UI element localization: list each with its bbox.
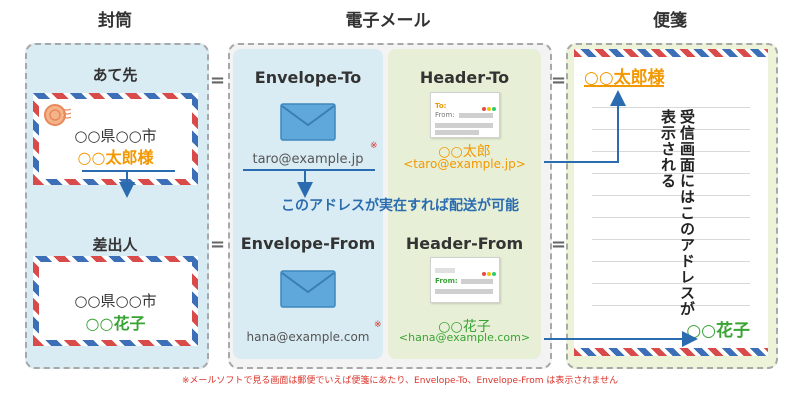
to-envelope: ○○県○○市 ○○太郎様: [33, 93, 198, 185]
mini-from-label: From:: [435, 111, 455, 119]
to-address: ○○県○○市: [74, 127, 157, 145]
header-from-address: <hana@example.com>: [398, 331, 531, 344]
header-from-title: Header-From: [405, 234, 524, 253]
equals-sign: =: [551, 234, 567, 255]
envelope-to-address: taro@example.jp: [252, 152, 364, 167]
letter-to-name: ○○太郎様: [584, 68, 665, 88]
header-to-address: <taro@example.jp>: [403, 157, 526, 171]
column-title-email: 電子メール: [345, 11, 431, 31]
from-name: ○○花子: [85, 314, 146, 333]
column-title-envelope: 封筒: [98, 11, 132, 31]
mini-to-label: To:: [435, 102, 447, 110]
postmark-stamp-icon: [44, 104, 71, 126]
column-title-letter: 便箋: [653, 11, 687, 31]
header-to-title: Header-To: [419, 68, 510, 87]
letter-paper: ○○太郎様 受信画面にはこのアドレスが表示される ○○花子: [574, 49, 768, 356]
equals-sign: =: [210, 70, 226, 91]
mail-window-thumbnail: From:: [430, 257, 500, 303]
equals-sign: =: [210, 234, 226, 255]
equals-sign: =: [551, 70, 567, 91]
mail-window-thumbnail: To: From:: [430, 92, 500, 138]
to-label: あて先: [92, 66, 138, 84]
envelope-from-address: hana@example.com: [246, 330, 370, 344]
header-to-name: ○○太郎: [438, 144, 491, 160]
envelope-icon: [280, 103, 336, 141]
mini-from-label: From:: [435, 277, 458, 285]
footnote: ※メールソフトで見る画面は郵便でいえば便箋にあたり、Envelope-To、En…: [181, 376, 619, 386]
envelope-from-title: Envelope-From: [240, 234, 376, 253]
to-name: ○○太郎様: [77, 148, 154, 167]
envelope-to-title: Envelope-To: [254, 68, 362, 87]
from-address: ○○県○○市: [74, 292, 157, 310]
from-envelope: ○○県○○市 ○○花子: [33, 256, 198, 346]
asterisk-mark: ※: [370, 141, 378, 151]
letter-vertical-text: 受信画面にはこのアドレスが表示される: [659, 109, 696, 317]
from-label: 差出人: [92, 236, 138, 254]
delivery-callout: このアドレスが実在すれば配送が可能: [281, 198, 519, 214]
letter-from-name: ○○花子: [686, 321, 750, 341]
asterisk-mark: ※: [374, 320, 382, 330]
header-from-name: ○○花子: [438, 319, 491, 335]
envelope-icon: [280, 270, 336, 308]
